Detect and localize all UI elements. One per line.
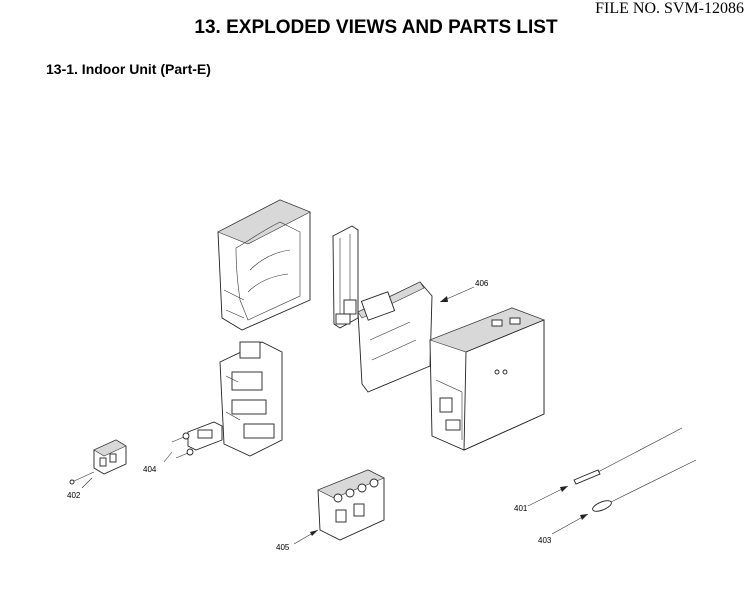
section-title: 13-1. Indoor Unit (Part-E) <box>46 61 211 77</box>
callout-402-label: 402 <box>67 491 81 500</box>
terminal-base-part <box>317 469 385 541</box>
sensor-401-part <box>573 427 683 485</box>
callout-405-label: 405 <box>276 543 290 552</box>
callout-403-label: 403 <box>538 536 552 545</box>
callout-401-label: 401 <box>514 504 528 513</box>
screws-404 <box>171 432 194 459</box>
callout-403-arrow <box>580 514 588 520</box>
vertical-bracket-part <box>332 225 359 329</box>
terminal-block-part <box>69 439 127 485</box>
callout-405-arrow <box>310 530 318 536</box>
callout-402-leader <box>81 477 93 489</box>
duct-housing-part <box>217 199 311 331</box>
callout-404-label: 404 <box>143 465 157 474</box>
electrical-box-part <box>429 307 545 451</box>
callout-406-label: 406 <box>475 279 489 288</box>
callout-401-arrow <box>560 486 568 492</box>
file-number: FILE NO. SVM-12086 <box>595 0 744 17</box>
page-title: 13. EXPLODED VIEWS AND PARTS LIST <box>194 17 558 38</box>
callout-406-arrow <box>440 296 448 302</box>
sensor-403-part <box>592 459 697 512</box>
chassis-frame-part <box>187 341 283 457</box>
pc-board-part <box>357 281 433 393</box>
callout-404-leader <box>163 451 173 463</box>
